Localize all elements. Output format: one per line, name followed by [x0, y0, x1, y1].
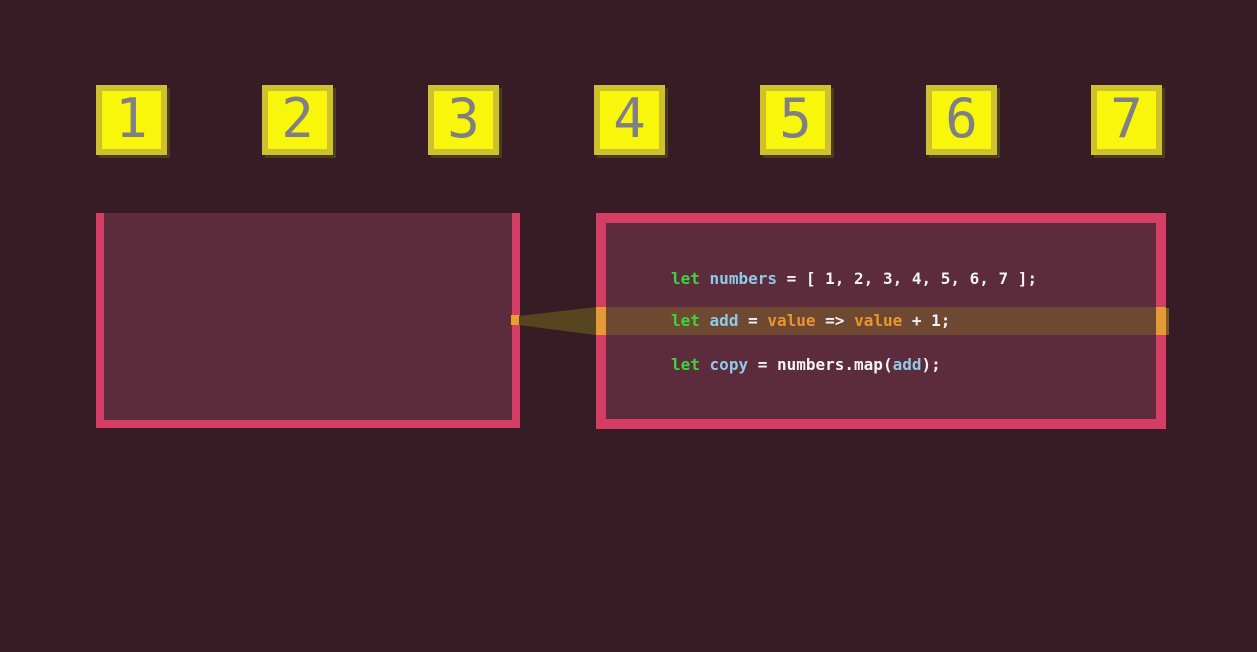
code-line-3: let copy = numbers.map(add);	[671, 351, 941, 379]
array-element-square-4: 4	[594, 85, 665, 155]
code-line-1: let numbers = [ 1, 2, 3, 4, 5, 6, 7 ];	[671, 265, 1037, 293]
code-token-keyword: let	[671, 269, 700, 288]
code-token-variable: copy	[709, 355, 749, 374]
array-element-number: 7	[1110, 87, 1143, 150]
code-token-variable: numbers	[709, 269, 777, 288]
array-element-square-5: 5	[760, 85, 831, 155]
code-token-keyword: let	[671, 311, 700, 330]
code-token-parameter: value	[854, 311, 903, 330]
code-token-plain: + 1;	[902, 311, 951, 330]
code-line-2-highlighted: let add = value => value + 1;	[671, 307, 950, 335]
array-element-square-3: 3	[428, 85, 499, 155]
array-element-number: 2	[281, 87, 314, 150]
array-element-square-6: 6	[926, 85, 997, 155]
code-token-variable: add	[892, 355, 922, 374]
code-token-plain	[700, 307, 710, 335]
array-element-number: 5	[779, 87, 812, 150]
array-element-square-1: 1	[96, 85, 167, 155]
array-element-number: 3	[447, 87, 480, 150]
code-token-keyword: let	[671, 355, 700, 374]
code-token-plain	[700, 351, 710, 379]
array-element-number: 1	[115, 87, 148, 150]
array-element-square-2: 2	[262, 85, 333, 155]
array-element-square-7: 7	[1091, 85, 1162, 155]
code-token-plain: =>	[815, 311, 855, 330]
code-token-plain: =	[738, 311, 768, 330]
source-array-panel	[96, 213, 520, 428]
code-token-plain: = numbers.map(	[748, 355, 893, 374]
array-element-number: 6	[945, 87, 978, 150]
code-token-plain: );	[921, 355, 941, 374]
code-token-plain: = [ 1, 2, 3, 4, 5, 6, 7 ];	[776, 269, 1038, 288]
code-token-variable: add	[709, 311, 739, 330]
array-element-number: 4	[613, 87, 646, 150]
code-token-plain	[700, 265, 710, 293]
code-token-parameter: value	[767, 311, 816, 330]
